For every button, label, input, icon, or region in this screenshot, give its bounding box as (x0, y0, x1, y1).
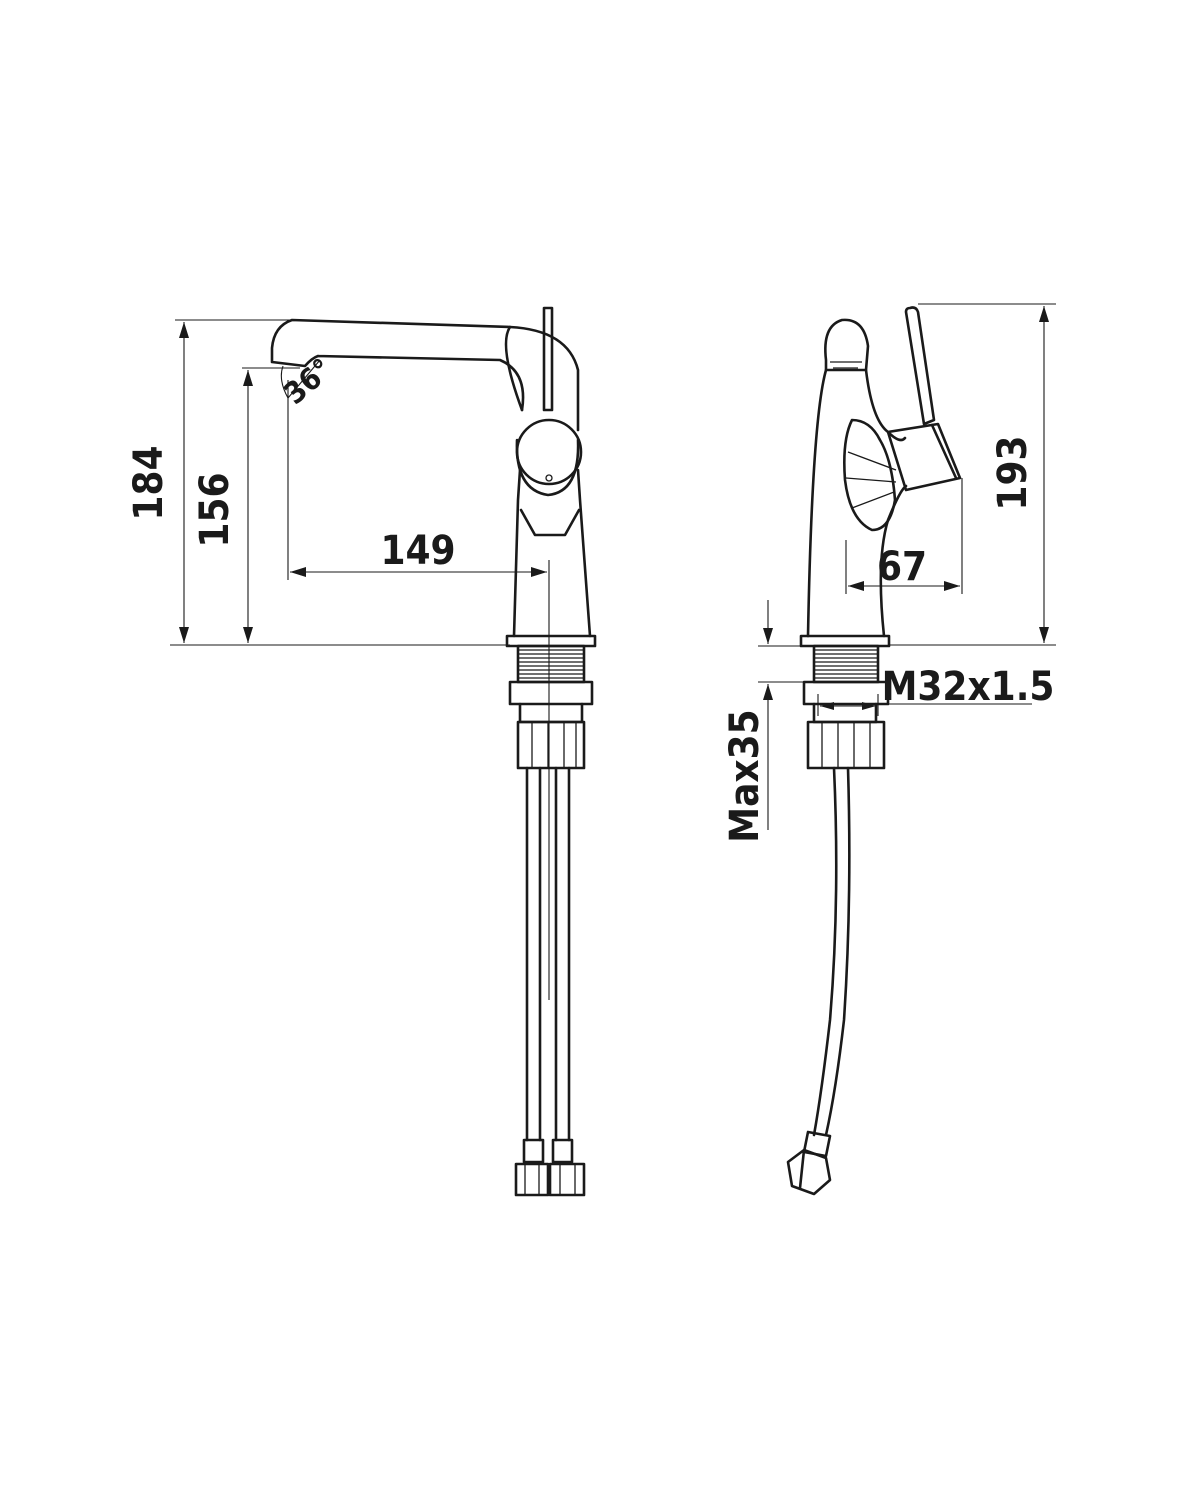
dim-label-angle: 36° (278, 352, 340, 412)
front-lever (542, 306, 554, 412)
front-dimensions (170, 319, 547, 646)
dim-label-193: 193 (990, 435, 1036, 510)
dim-label-149: 149 (380, 528, 455, 574)
front-washer (508, 680, 594, 706)
side-washer (802, 680, 890, 706)
side-body-back (864, 368, 908, 638)
front-supply-hoses (514, 766, 586, 1197)
front-fixing-ring (518, 702, 584, 724)
front-view (270, 306, 597, 1197)
side-thread (812, 644, 880, 684)
front-fixing-nut (516, 720, 586, 770)
side-cartridge (886, 422, 962, 492)
side-body-front (806, 368, 828, 638)
dim-label-184: 184 (126, 445, 172, 520)
front-spout-joint (504, 325, 524, 412)
front-cartridge-ring (515, 438, 580, 497)
side-hose-nut (786, 1148, 832, 1196)
side-lever (904, 306, 936, 426)
side-cartridge-ring (930, 423, 958, 480)
front-thread (516, 644, 586, 684)
dim-label-max35: Max35 (722, 709, 768, 842)
side-fixing-nut (806, 720, 886, 770)
front-body-detail (519, 508, 581, 537)
dim-label-67: 67 (877, 544, 927, 590)
side-base-plate (799, 634, 891, 648)
dim-label-156: 156 (192, 472, 238, 547)
side-hose-ferrule (802, 1130, 832, 1158)
side-view (786, 306, 962, 1196)
front-base-plate (505, 634, 597, 648)
side-recess-lines (845, 451, 897, 509)
side-dimensions (758, 303, 1056, 830)
side-spout-head (824, 318, 870, 372)
dim-label-thread: M32x1.5 (882, 664, 1055, 710)
side-recess (843, 418, 897, 532)
front-cartridge-dot (545, 474, 553, 482)
side-flex-hose (812, 766, 851, 1137)
side-spout-outlet (830, 361, 862, 369)
front-body (512, 468, 592, 638)
